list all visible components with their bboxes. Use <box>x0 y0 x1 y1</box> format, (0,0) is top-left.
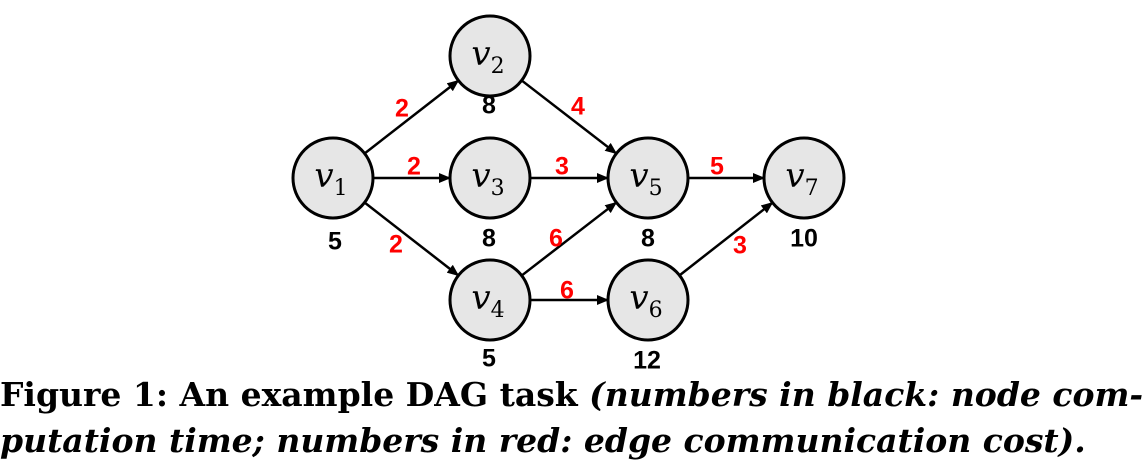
node-circle-v1 <box>291 136 375 220</box>
edge-v1-v4 <box>363 201 460 277</box>
edge-v6-v7 <box>678 201 774 277</box>
edge-weight-v3-v5: 3 <box>555 153 569 181</box>
edge-weight-v6-v7: 3 <box>733 232 747 260</box>
node-circle-v5 <box>606 136 690 220</box>
caption-italic-part-2: putation time; numbers in red: edge comm… <box>0 421 1086 460</box>
node-circle-v2 <box>448 14 532 98</box>
caption-line-1: Figure 1: An example DAG task (numbers i… <box>0 372 1142 418</box>
edge-weight-v4-v6: 6 <box>560 277 574 305</box>
edge-weight-v1-v2: 2 <box>395 95 409 123</box>
node-label-v1: v1 <box>314 156 347 201</box>
node-circle-v3 <box>448 136 532 220</box>
caption-line-2: putation time; numbers in red: edge comm… <box>0 418 1142 464</box>
edge-weight-v2-v5: 4 <box>571 93 585 121</box>
node-cost-v2: 8 <box>482 92 496 120</box>
edge-v2-v5 <box>520 79 618 155</box>
node-cost-v4: 5 <box>482 345 496 370</box>
node-label-v4: v4 <box>471 278 504 323</box>
node-v4: v4 5 <box>448 258 532 370</box>
figure-caption: Figure 1: An example DAG task (numbers i… <box>0 372 1142 464</box>
edge-v1-v2 <box>363 79 460 155</box>
node-label-v2: v2 <box>471 34 504 79</box>
node-v7: v7 10 <box>762 136 846 253</box>
node-label-v7: v7 <box>785 156 818 201</box>
node-v1: v1 5 <box>291 136 375 256</box>
node-label-v3: v3 <box>471 156 504 201</box>
edges-layer: 2 2 2 4 3 6 6 5 3 <box>363 79 774 305</box>
node-label-v6: v6 <box>629 278 662 323</box>
node-cost-v3: 8 <box>482 225 496 253</box>
node-cost-v7: 10 <box>790 225 818 253</box>
node-cost-v6: 12 <box>633 347 661 370</box>
node-circle-v4 <box>448 258 532 342</box>
node-label-v5: v5 <box>629 156 662 201</box>
edge-weight-v1-v4: 2 <box>389 231 403 259</box>
caption-prefix: Figure 1: An example DAG task <box>0 375 590 414</box>
node-v2: v28 <box>448 14 532 120</box>
node-cost-v5: 8 <box>641 225 655 253</box>
edge-weight-v4-v5: 6 <box>549 225 563 253</box>
node-v6: v6 12 <box>606 258 690 370</box>
caption-italic-part-1: (numbers in black: node com- <box>589 375 1142 414</box>
node-v3: v3 8 <box>448 136 532 253</box>
edge-weight-v5-v7: 5 <box>710 153 724 181</box>
node-circle-v7 <box>762 136 846 220</box>
edge-weight-v1-v3: 2 <box>407 153 421 181</box>
edge-v4-v5 <box>520 201 618 277</box>
node-cost-v1: 5 <box>328 228 342 256</box>
node-v5: v5 8 <box>606 136 690 253</box>
node-circle-v6 <box>606 258 690 342</box>
